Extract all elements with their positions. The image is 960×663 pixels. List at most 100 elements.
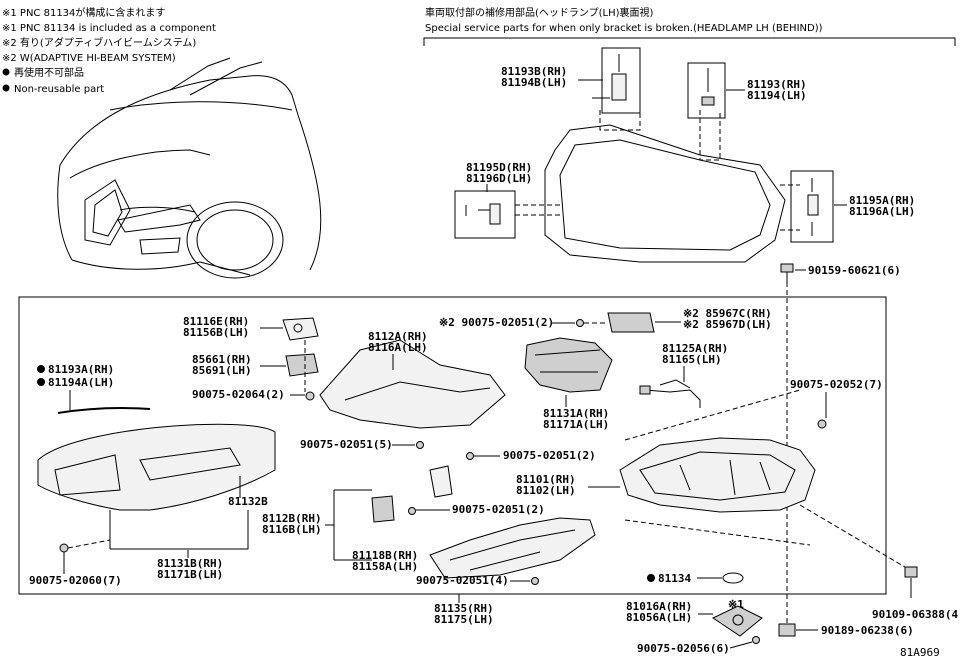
label-90075-02051-4: 90075-02051(4) [416, 574, 509, 587]
note-2-en: ※2 W(ADAPTIVE HI-BEAM SYSTEM) [2, 53, 176, 64]
label-81195A: 81195A(RH) [849, 194, 915, 207]
label-81194B: 81194B(LH) [501, 76, 567, 89]
label-81196A: 81196A(LH) [849, 205, 915, 218]
label-81102: 81102(LH) [516, 484, 576, 497]
screw-icon [752, 636, 760, 644]
screw-icon [416, 441, 424, 449]
note-3-jp: 再使用不可部品 [14, 66, 84, 79]
bracket-81193B-icon [592, 54, 627, 101]
non-reusable-dot-icon [37, 365, 45, 373]
label-81171B: 81171B(LH) [157, 568, 223, 581]
part-85661-icon [285, 353, 319, 377]
label-81175: 81175(LH) [434, 613, 494, 626]
kit-box-81193 [687, 62, 726, 119]
label-90109: 90109-06388(4) [872, 608, 960, 621]
nut-90189-icon [778, 623, 796, 637]
bracket-81116E-icon [282, 317, 319, 341]
bracket-81195D-icon [465, 203, 501, 225]
note-1-en: ※1 PNC 81134 is included as a component [2, 23, 216, 34]
screw-icon [466, 452, 474, 460]
housing-81101-icon [619, 437, 816, 513]
label-90159: 90159-60621(6) [808, 264, 901, 277]
cover-81016A-icon [711, 605, 763, 637]
kit-box-81195D [454, 190, 516, 239]
diagram-id: 81A969 [900, 646, 940, 659]
label-81131A: 81131A(RH) [543, 407, 609, 420]
bolt-90109-icon [904, 566, 918, 578]
screw-icon [576, 319, 584, 327]
note-1-jp: ※1 PNC 81134が構成に含まれます [2, 6, 165, 19]
bracket-81195A-icon [807, 178, 819, 236]
label-90075-02064: 90075-02064(2) [192, 388, 285, 401]
non-reusable-dot-icon [2, 84, 10, 92]
bracket-header-en: Special service parts for when only brac… [425, 23, 823, 34]
label-81165: 81165(LH) [662, 353, 722, 366]
frame-81118B-icon [429, 517, 596, 579]
legend-notes: ※1 PNC 81134が構成に含まれます ※1 PNC 81134 is in… [2, 6, 216, 95]
label-8116A: 8116A(LH) [368, 341, 428, 354]
dashed-guide [67, 539, 111, 549]
screw-icon [59, 543, 69, 553]
label-81196D: 81196D(LH) [466, 172, 532, 185]
lamp-unit-81131A-icon [524, 337, 613, 393]
non-reusable-dot-icon [37, 378, 45, 386]
label-81125A: 81125A(RH) [662, 342, 728, 355]
headlamp-rear-outline [515, 108, 800, 263]
screw-icon [817, 419, 827, 429]
seal-81193A-icon [57, 407, 151, 414]
dashed-guide [624, 389, 811, 546]
label-81193A: 81193A(RH) [48, 363, 114, 376]
label-81193: 81193(RH) [747, 78, 807, 91]
group-bracket [325, 489, 372, 561]
bracket-8112B-icon [371, 495, 395, 523]
gasket-81134-icon [722, 572, 744, 584]
label-90075-02052: 90075-02052(7) [790, 378, 883, 391]
label-8116B: 8116B(LH) [262, 523, 322, 536]
label-85691: 85691(LH) [192, 364, 252, 377]
label-81016A: 81016A(RH) [626, 600, 692, 613]
bracket-small-icon [429, 465, 453, 498]
label-90075-02051-top: ※2 90075-02051(2) [439, 316, 554, 329]
label-90189: 90189-06238(6) [821, 624, 914, 637]
car-front-illustration [57, 57, 322, 279]
label-81134: 81134 [658, 572, 691, 585]
label-85967C: ※2 85967C(RH) [683, 307, 772, 320]
label-90075-02051-2b: 90075-02051(2) [452, 503, 545, 516]
label-81101: 81101(RH) [516, 473, 576, 486]
label-81135: 81135(RH) [434, 602, 494, 615]
label-81194A: 81194A(LH) [48, 376, 114, 389]
label-90075-02060: 90075-02060(7) [29, 574, 122, 587]
leader-line [729, 641, 753, 649]
bolt-90159-icon [780, 263, 794, 282]
screw-icon [408, 507, 416, 515]
note-2-jp: ※2 有り(アダプティブハイビームシステム) [2, 36, 196, 49]
label-81158A: 81158A(LH) [352, 560, 418, 573]
bracket-81193-icon [701, 68, 715, 106]
label-90075-02051-2a: 90075-02051(2) [503, 449, 596, 462]
label-81116E: 81116E(RH) [183, 315, 249, 328]
label-81193B: 81193B(RH) [501, 65, 567, 78]
bracket-header-jp: 車両取付部の補修用部品(ヘッドランプ(LH)裏面視) [425, 6, 653, 19]
kit-box-81195A [790, 170, 834, 243]
label-8112A: 8112A(RH) [368, 330, 428, 343]
screw-icon [531, 577, 539, 585]
dashed-guide [799, 504, 911, 571]
label-81171A: 81171A(LH) [543, 418, 609, 431]
non-reusable-dot-icon [647, 574, 655, 582]
headlamp-assembly-box [18, 296, 887, 595]
bezel-8112A-icon [319, 339, 506, 429]
leader-line [110, 510, 249, 550]
label-81131B: 81131B(RH) [157, 557, 223, 570]
label-90075-02056: 90075-02056(6) [637, 642, 730, 655]
label-85967D: ※2 85967D(LH) [683, 318, 772, 331]
label-81132B: 81132B [228, 495, 268, 508]
label-81156B: 81156B(LH) [183, 326, 249, 339]
label-90075-02051-5: 90075-02051(5) [300, 438, 393, 451]
non-reusable-dot-icon [2, 68, 10, 76]
lens-81132B-icon [37, 423, 276, 511]
bracket-header-rule [423, 37, 956, 46]
label-81118B: 81118B(RH) [352, 549, 418, 562]
label-8112B: 8112B(RH) [262, 512, 322, 525]
label-81194: 81194(LH) [747, 89, 807, 102]
